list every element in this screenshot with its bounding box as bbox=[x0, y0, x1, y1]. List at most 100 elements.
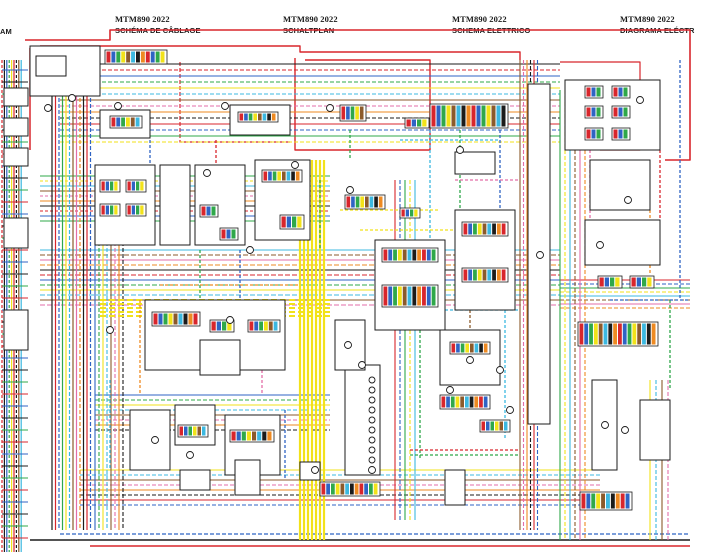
connector-pin bbox=[346, 196, 351, 208]
connector-pin bbox=[388, 249, 393, 261]
connector-pin bbox=[495, 421, 499, 431]
connector-pin bbox=[211, 321, 216, 331]
connector-pin bbox=[244, 113, 248, 121]
connector-pin bbox=[591, 87, 596, 97]
connector-pin bbox=[101, 181, 105, 191]
gear-sensor-box bbox=[234, 459, 261, 496]
connector-pin bbox=[183, 313, 188, 325]
connector-pin bbox=[613, 323, 617, 345]
connector-pin bbox=[111, 51, 116, 63]
ref-marker bbox=[291, 161, 299, 169]
connector-pin bbox=[350, 106, 355, 120]
connector-pin bbox=[465, 396, 469, 408]
connector-pin bbox=[388, 286, 393, 306]
connector-pin bbox=[431, 105, 436, 127]
connector-pin bbox=[346, 106, 350, 120]
ref-marker bbox=[151, 436, 159, 444]
connector-pin bbox=[412, 249, 417, 261]
ref-marker bbox=[601, 421, 609, 429]
connector-pin bbox=[422, 286, 426, 306]
connector-pin bbox=[579, 323, 584, 345]
connector-pin bbox=[623, 87, 628, 97]
ref-marker bbox=[506, 406, 514, 414]
ref-marker bbox=[624, 196, 632, 204]
connector-pin bbox=[603, 323, 608, 345]
connector-pin bbox=[249, 321, 254, 331]
connector-pin bbox=[364, 483, 368, 495]
connector-pin bbox=[155, 51, 160, 63]
dash-box bbox=[199, 339, 241, 376]
connector-pin bbox=[496, 269, 501, 281]
connector-pin bbox=[188, 426, 192, 436]
connector-pin bbox=[623, 107, 628, 117]
connector-pin bbox=[369, 483, 373, 495]
connector-pin bbox=[268, 321, 273, 331]
connector-pin bbox=[331, 483, 335, 495]
connector-pin bbox=[321, 483, 326, 495]
connector-pin bbox=[446, 396, 450, 408]
connector-pin bbox=[405, 209, 409, 217]
connector-pin bbox=[110, 205, 114, 215]
connector-pin bbox=[239, 113, 244, 121]
connector-pin bbox=[596, 87, 601, 97]
connector-pin bbox=[130, 117, 135, 127]
connector-pin bbox=[267, 431, 272, 441]
connector-pin bbox=[105, 205, 109, 215]
main-power-wire bbox=[25, 29, 691, 161]
connector-pin bbox=[291, 171, 295, 181]
connector-pin bbox=[466, 105, 471, 127]
left-relay-box bbox=[3, 117, 29, 137]
connector-pin bbox=[593, 323, 598, 345]
connector-pin bbox=[267, 113, 271, 121]
connector-pin bbox=[441, 105, 446, 127]
header-model: MTM890 2022 bbox=[115, 14, 170, 24]
connector-pin bbox=[110, 181, 114, 191]
connector-pin bbox=[647, 277, 652, 287]
connector-pin bbox=[121, 117, 125, 127]
connector-pin bbox=[131, 205, 135, 215]
connector-pin bbox=[359, 483, 364, 495]
lamp-group bbox=[589, 159, 651, 211]
ref-marker bbox=[621, 426, 629, 434]
connector-pin bbox=[359, 106, 364, 120]
connector-pin bbox=[469, 396, 474, 408]
header-left-cut: AM bbox=[0, 26, 12, 37]
connector-pin bbox=[126, 51, 131, 63]
connector-pin bbox=[272, 171, 277, 181]
connector-pin bbox=[461, 105, 466, 127]
connector-pin bbox=[620, 493, 625, 509]
connector-pin bbox=[490, 421, 494, 431]
connector-pin bbox=[127, 181, 131, 191]
ref-marker bbox=[596, 241, 604, 249]
connector-pin bbox=[468, 223, 473, 235]
connector-pin bbox=[426, 286, 431, 306]
connector-pin bbox=[402, 249, 407, 261]
connector-pin bbox=[474, 343, 479, 353]
connector-pin bbox=[105, 181, 109, 191]
connector-pin bbox=[451, 105, 456, 127]
connector-pin bbox=[470, 343, 474, 353]
connector-pin bbox=[295, 171, 300, 181]
connector-pin bbox=[206, 206, 211, 216]
connector-pin bbox=[282, 171, 286, 181]
connector-pin bbox=[355, 196, 360, 208]
connector-pin bbox=[231, 431, 236, 441]
connector-pin bbox=[335, 483, 340, 495]
connector-pin bbox=[473, 223, 477, 235]
connector-pin bbox=[441, 396, 446, 408]
header-model: MTM890 2022 bbox=[283, 14, 338, 24]
connector-pin bbox=[422, 119, 427, 127]
connector-pin bbox=[222, 321, 227, 331]
connector-pin bbox=[591, 129, 596, 139]
connector-pin bbox=[599, 277, 604, 287]
connector-pin bbox=[397, 286, 402, 306]
connector-pin bbox=[402, 286, 407, 306]
connector-pin bbox=[625, 493, 630, 509]
ref-marker bbox=[446, 386, 454, 394]
connector-pin bbox=[136, 205, 140, 215]
connector-pin bbox=[487, 223, 492, 235]
connector-pin bbox=[486, 421, 490, 431]
connector-pin bbox=[211, 206, 216, 216]
connector-pin bbox=[277, 171, 281, 181]
connector-pin bbox=[365, 196, 369, 208]
